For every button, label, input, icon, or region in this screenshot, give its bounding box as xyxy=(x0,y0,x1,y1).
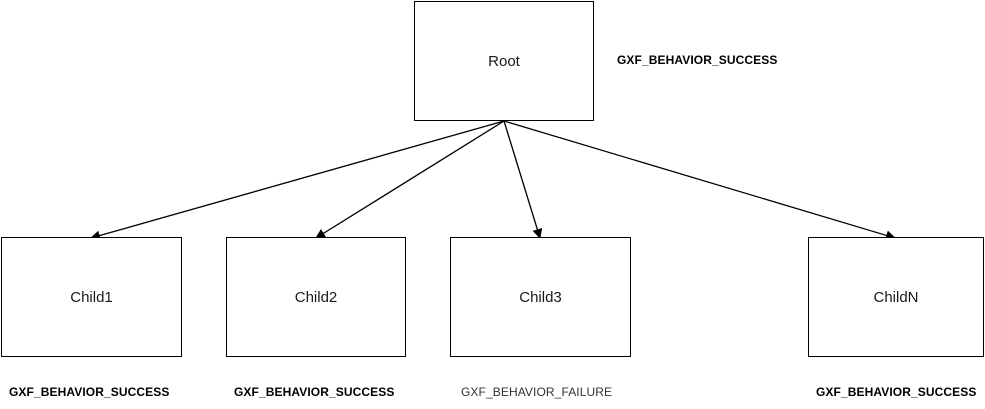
edge-root-child2 xyxy=(315,120,505,239)
child2-node: Child2 xyxy=(226,237,406,357)
edge-root-child1 xyxy=(90,120,505,241)
edge-root-childn xyxy=(503,120,896,241)
child1-label: Child1 xyxy=(70,288,113,306)
edge-root-child3 xyxy=(503,120,543,239)
child3-status: GXF_BEHAVIOR_FAILURE xyxy=(461,385,613,399)
child3-label: Child3 xyxy=(519,288,562,306)
child2-status: GXF_BEHAVIOR_SUCCESS xyxy=(234,385,395,399)
child1-status: GXF_BEHAVIOR_SUCCESS xyxy=(9,385,170,399)
child3-node: Child3 xyxy=(450,237,631,357)
root-status: GXF_BEHAVIOR_SUCCESS xyxy=(617,53,778,67)
root-label: Root xyxy=(488,52,520,70)
childn-status: GXF_BEHAVIOR_SUCCESS xyxy=(816,385,977,399)
childn-node: ChildN xyxy=(808,237,984,357)
child1-node: Child1 xyxy=(1,237,182,357)
child2-label: Child2 xyxy=(294,288,338,306)
childn-label: ChildN xyxy=(873,288,919,306)
root-node: Root xyxy=(414,1,594,121)
